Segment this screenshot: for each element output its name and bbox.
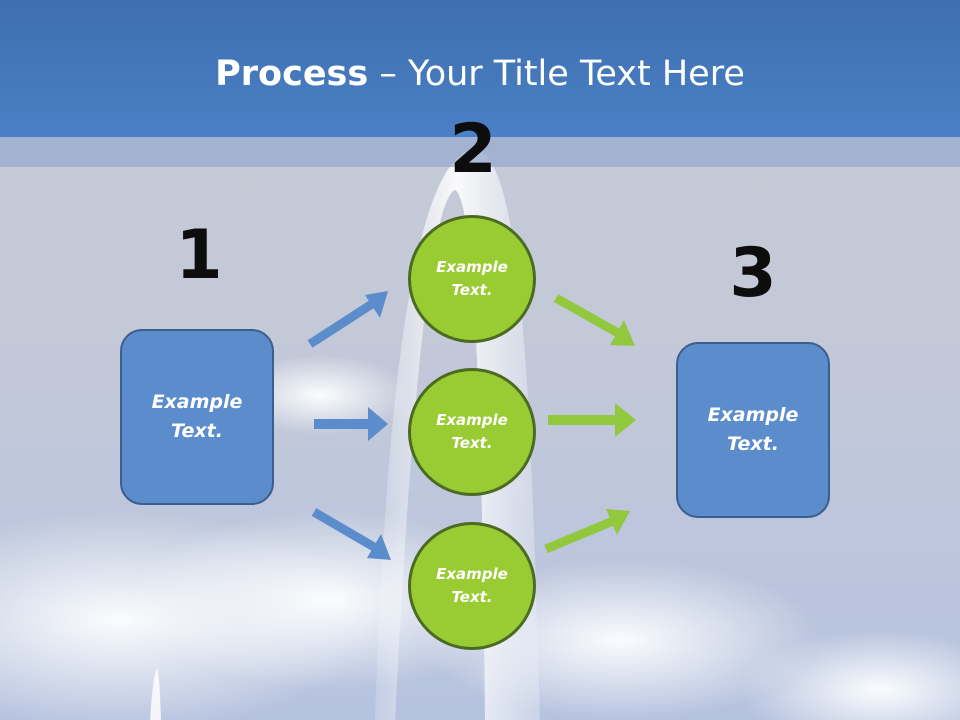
header-bar xyxy=(0,0,960,137)
title-rest: – Your Title Text Here xyxy=(368,54,745,94)
step-2-circle-top: Example Text. xyxy=(408,215,536,343)
step-3-box: Example Text. xyxy=(676,342,830,518)
step-2-circle-middle: Example Text. xyxy=(408,368,536,496)
step-number-1: 1 xyxy=(175,216,223,295)
step-number-3: 3 xyxy=(729,234,777,313)
title-bold: Process xyxy=(215,54,369,94)
arrow-blue-up xyxy=(307,291,388,348)
step-number-2: 2 xyxy=(449,110,497,189)
arrow-blue-down xyxy=(311,508,391,560)
arrow-green-right xyxy=(548,403,636,437)
header-band xyxy=(0,137,960,167)
arrow-green-up xyxy=(544,509,630,554)
arrow-green-down xyxy=(553,294,635,346)
slide-title: Process – Your Title Text Here xyxy=(0,52,960,96)
step-1-box: Example Text. xyxy=(120,329,274,505)
step-2-circle-bottom: Example Text. xyxy=(408,522,536,650)
arrow-blue-right xyxy=(314,407,388,441)
